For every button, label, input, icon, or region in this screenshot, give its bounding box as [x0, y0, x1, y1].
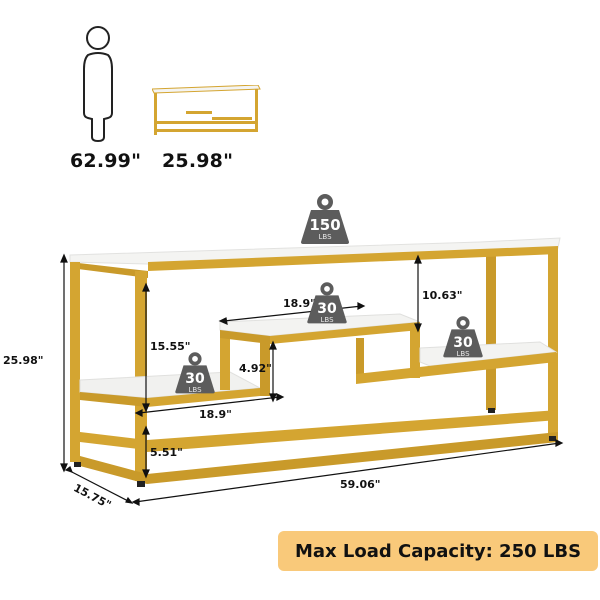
- overall-width-label: 59.06": [340, 478, 381, 491]
- person-height-label: 62.99": [70, 150, 142, 172]
- upper-step-width-label: 18.9": [283, 297, 316, 310]
- overall-height-label: 25.98": [3, 354, 44, 367]
- tv-stand-thumbnail-icon: [151, 84, 262, 137]
- dimension-lines: [60, 253, 564, 506]
- left-shelf-load-weight-icon: 30 LBS: [172, 348, 218, 396]
- upper-step-clearance-label: 10.63": [422, 289, 463, 302]
- front-left-leg: [135, 271, 147, 481]
- table-height-label: 25.98": [162, 150, 234, 172]
- bottom-rail-front: [147, 432, 558, 484]
- top-load-weight-icon: 150 LBS: [297, 190, 353, 246]
- lower-shelf-width-label: 18.9": [199, 408, 232, 421]
- bottom-clearance-label: 5.51": [150, 446, 183, 459]
- person-silhouette-icon: [78, 25, 118, 143]
- right-shelf-load-weight-icon: 30 LBS: [440, 312, 486, 360]
- upper-step-load-weight-icon: 30 LBS: [304, 278, 350, 326]
- lower-shelf-clearance-label: 15.55": [150, 340, 191, 353]
- front-right-leg: [548, 240, 558, 436]
- back-right-leg: [486, 250, 496, 410]
- max-load-capacity-banner: Max Load Capacity: 250 LBS: [278, 531, 598, 571]
- back-left-leg: [70, 262, 80, 462]
- bottom-rail-back: [147, 410, 558, 452]
- step-height-label: 4.92": [239, 362, 272, 375]
